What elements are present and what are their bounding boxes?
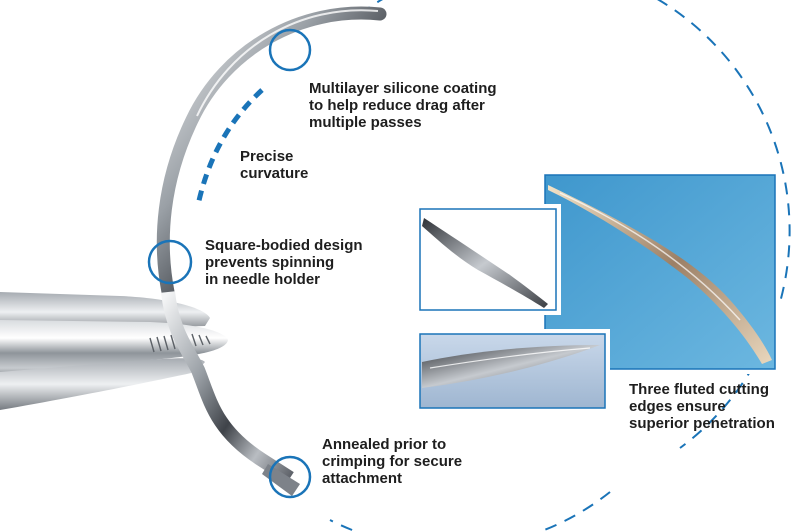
callout-coating: Multilayer silicone coating to help redu… bbox=[309, 80, 497, 131]
photo-tip-bottom bbox=[415, 329, 610, 413]
photo-tip-top bbox=[415, 204, 561, 315]
callout-annealed: Annealed prior to crimping for secure at… bbox=[322, 436, 463, 487]
callout-fluted-edges: Three fluted cutting edges ensure superi… bbox=[629, 381, 775, 432]
needle-arc-highlight bbox=[196, 9, 379, 117]
curvature-accent bbox=[195, 88, 264, 206]
needle-arc bbox=[156, 6, 387, 299]
callout-curvature: Precise curvature bbox=[240, 148, 309, 182]
needle-holder-lower-jaw bbox=[0, 358, 205, 410]
callout-circle-annealed bbox=[268, 455, 312, 499]
callout-circle-coating bbox=[268, 28, 312, 72]
needle-swage-segment bbox=[161, 291, 294, 484]
callout-circle-square-body bbox=[147, 239, 193, 285]
needle-circle-dashed-bottom bbox=[329, 491, 611, 531]
callout-square-body: Square-bodied design prevents spinning i… bbox=[205, 237, 363, 288]
